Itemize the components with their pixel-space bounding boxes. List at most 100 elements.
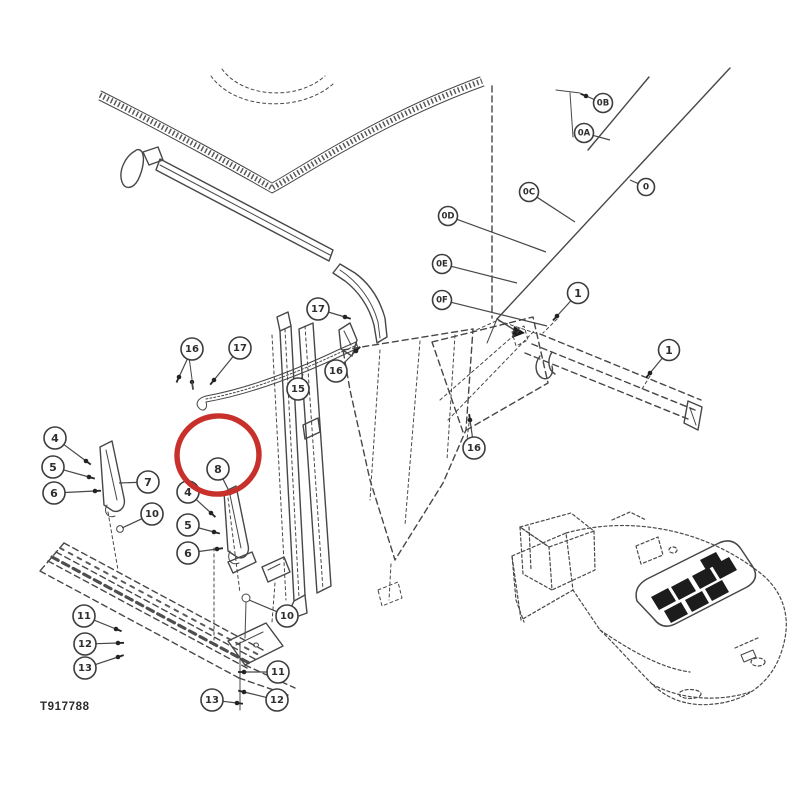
rail-end-plate [227,622,284,666]
callout-1: 1 [657,338,681,362]
svg-text:16: 16 [329,366,343,377]
direction-arrowhead [512,326,525,338]
callout-0C: 0C [518,181,540,203]
svg-text:0E: 0E [436,260,448,270]
leader-line [451,301,548,327]
callout-0A: 0A [573,122,595,144]
svg-text:13: 13 [205,695,219,706]
right-striker-group [223,485,257,639]
svg-text:17: 17 [311,304,325,315]
svg-text:10: 10 [280,611,294,622]
svg-text:0B: 0B [597,99,609,109]
leader-line [243,691,267,698]
leader-line [121,518,143,529]
callout-0B: 0B [592,92,614,114]
svg-text:10: 10 [145,509,159,520]
machine-thumbnail [511,511,787,706]
svg-text:0D: 0D [442,212,455,222]
wiper-assembly [120,146,388,344]
svg-text:17: 17 [233,343,247,354]
svg-text:0: 0 [643,183,649,193]
striker-bracket-right [223,485,250,559]
right-rail [524,318,703,431]
svg-text:1: 1 [574,287,582,300]
callout-4: 4 [43,426,67,450]
leader-line [451,265,518,284]
leader-line [63,444,87,462]
leader-line [593,134,611,141]
leader-line [469,419,474,438]
leader-line [536,196,576,223]
callout-6: 6 [42,481,66,505]
leader-line [556,300,572,317]
leader-line [222,700,238,704]
callout-6: 6 [176,541,200,565]
frame-channel-right [298,322,332,594]
leader-line [343,350,357,364]
svg-text:11: 11 [77,611,91,622]
leader-line [213,356,234,381]
callout-17: 17 [306,297,330,321]
svg-text:13: 13 [78,663,92,674]
callout-10: 10 [275,604,299,628]
striker-bracket-left [99,440,126,513]
leader-line [328,311,346,318]
callout-0F: 0F [431,289,453,311]
svg-text:1: 1 [665,344,673,357]
svg-text:7: 7 [144,476,152,489]
svg-text:4: 4 [51,432,59,445]
callout-15: 15 [286,377,310,401]
callout-0: 0 [636,177,656,197]
svg-text:12: 12 [78,639,92,650]
callout-10: 10 [140,502,164,526]
leader-line [63,469,90,478]
leader-line [195,498,212,514]
vent-grille-slats [651,552,737,623]
grommet [116,525,124,533]
callout-11: 11 [72,604,96,628]
svg-text:0A: 0A [578,129,591,139]
svg-text:4: 4 [184,486,192,499]
svg-text:16: 16 [467,443,481,454]
door-panel [271,311,549,622]
callout-12: 12 [265,688,289,712]
cab-outline [519,512,595,548]
svg-text:12: 12 [270,695,284,706]
highlight-ring-group [174,413,262,497]
highlight-circle [174,413,262,497]
left-striker-group [99,440,126,571]
callout-13: 13 [73,656,97,680]
svg-text:0F: 0F [436,296,448,306]
callout-13: 13 [200,688,224,712]
window-pane-dashed [431,316,549,433]
svg-text:6: 6 [184,547,192,560]
svg-text:0C: 0C [523,188,535,198]
callout-8: 8 [206,457,230,481]
seal-strip [98,76,485,194]
svg-text:16: 16 [185,344,199,355]
hinge-bracket [338,322,358,357]
bottom-sill-rail [39,542,296,711]
callout-0E: 0E [431,253,453,275]
vent-grille-outline [635,540,757,627]
rail-top-bracket [261,556,291,583]
callout-12: 12 [73,632,97,656]
svg-text:5: 5 [184,519,192,532]
leader-line [456,218,547,253]
wiper-arm [332,263,388,344]
svg-text:5: 5 [49,461,57,474]
leader-line [64,490,96,494]
svg-text:11: 11 [271,667,285,678]
leader-line [198,548,218,553]
leader-line [629,179,639,185]
callout-16: 16 [180,337,204,361]
wiper-blade-bar [155,158,334,262]
leader-line [248,599,278,613]
grommet [241,593,251,603]
figure-code-label: T917788 [40,701,90,713]
svg-text:15: 15 [291,384,305,395]
roof-outline-arcs [210,68,334,105]
svg-text:6: 6 [50,487,58,500]
